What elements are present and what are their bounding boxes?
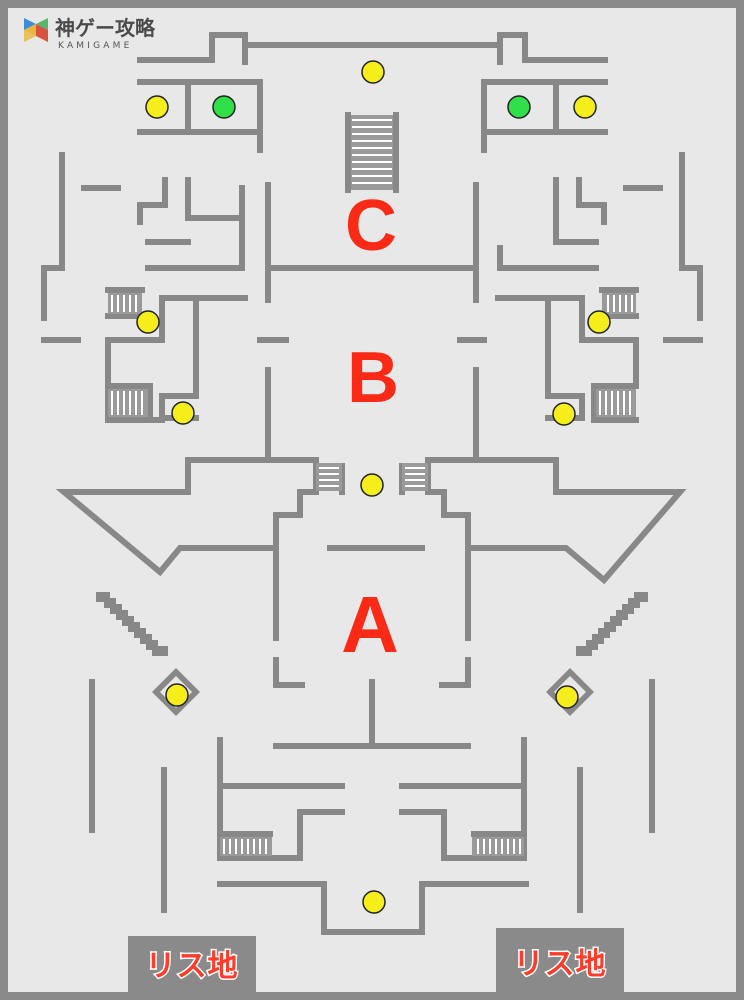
wall-rb-outer xyxy=(579,313,639,423)
wall-top-right-gate xyxy=(497,32,608,65)
marker-yellow-right-pedestal[interactable] xyxy=(555,685,579,709)
wall-room-tl-top xyxy=(137,79,263,153)
stair-a-left xyxy=(316,463,342,491)
marker-green-tl[interactable] xyxy=(212,95,236,119)
logo-subtitle: KAMIGAME xyxy=(58,41,133,51)
wall-a-right-corner xyxy=(439,657,471,688)
spawn-right: リス地 xyxy=(496,928,624,992)
wall-lower-right-room xyxy=(399,737,527,861)
kamigame-logo: 神ゲー攻略 KAMIGAME xyxy=(24,16,156,51)
wall-lower-left-room xyxy=(217,737,345,861)
marker-green-tr[interactable] xyxy=(507,95,531,119)
ramp-right xyxy=(576,592,648,656)
wall-lb-top xyxy=(159,295,248,319)
wall-bottom-pocket xyxy=(217,881,529,935)
zone-label-a: A xyxy=(341,580,399,669)
wall-right-hook xyxy=(576,177,607,225)
stair-right-upper xyxy=(602,293,636,314)
spawn-right-label: リス地 xyxy=(514,947,607,982)
logo-mark-icon xyxy=(24,18,48,42)
marker-yellow-bottom[interactable] xyxy=(362,890,386,914)
wall-left-wing xyxy=(55,489,279,577)
stair-center-top xyxy=(351,115,393,190)
stair-lower-left xyxy=(220,837,272,856)
marker-yellow-lb-upper[interactable] xyxy=(136,310,160,334)
stair-lower-right xyxy=(472,837,524,856)
spawn-left-label: リス地 xyxy=(146,949,239,984)
wall-left-outer xyxy=(41,152,65,321)
marker-yellow-tr[interactable] xyxy=(573,95,597,119)
zone-label-b: B xyxy=(347,338,399,418)
marker-yellow-tl[interactable] xyxy=(145,95,169,119)
zone-label-c: C xyxy=(345,186,397,266)
wall-a-right-band xyxy=(425,457,559,641)
wall-right-inner-shelf xyxy=(497,245,599,271)
wall-a-left-corner xyxy=(273,657,305,688)
wall-right-outer xyxy=(679,152,703,321)
marker-yellow-lb-lower[interactable] xyxy=(171,401,195,425)
wall-right-inner-room xyxy=(553,177,599,245)
stair-left-lower xyxy=(108,389,148,417)
stair-right-lower xyxy=(596,389,636,417)
wall-right-wing xyxy=(465,489,687,585)
stair-a-right xyxy=(402,463,428,491)
ramp-left xyxy=(96,592,168,656)
marker-yellow-top[interactable] xyxy=(361,60,385,84)
marker-yellow-rb-upper[interactable] xyxy=(587,310,611,334)
map-stairs xyxy=(108,115,636,856)
wall-lb-outer xyxy=(105,313,165,423)
wall-a-left-band xyxy=(185,457,319,641)
wall-room-tr-top xyxy=(481,79,608,153)
map-markers xyxy=(136,60,611,914)
spawn-left: リス地 xyxy=(128,936,256,992)
wall-lb-stair2 xyxy=(105,383,153,423)
marker-yellow-rb-lower[interactable] xyxy=(552,402,576,426)
marker-yellow-left-pedestal[interactable] xyxy=(165,683,189,707)
wall-rb-top xyxy=(495,295,585,319)
stair-left-upper xyxy=(108,293,142,314)
logo-title: 神ゲー攻略 xyxy=(55,16,156,40)
marker-yellow-a-top[interactable] xyxy=(360,473,384,497)
wall-left-hook xyxy=(137,177,168,225)
